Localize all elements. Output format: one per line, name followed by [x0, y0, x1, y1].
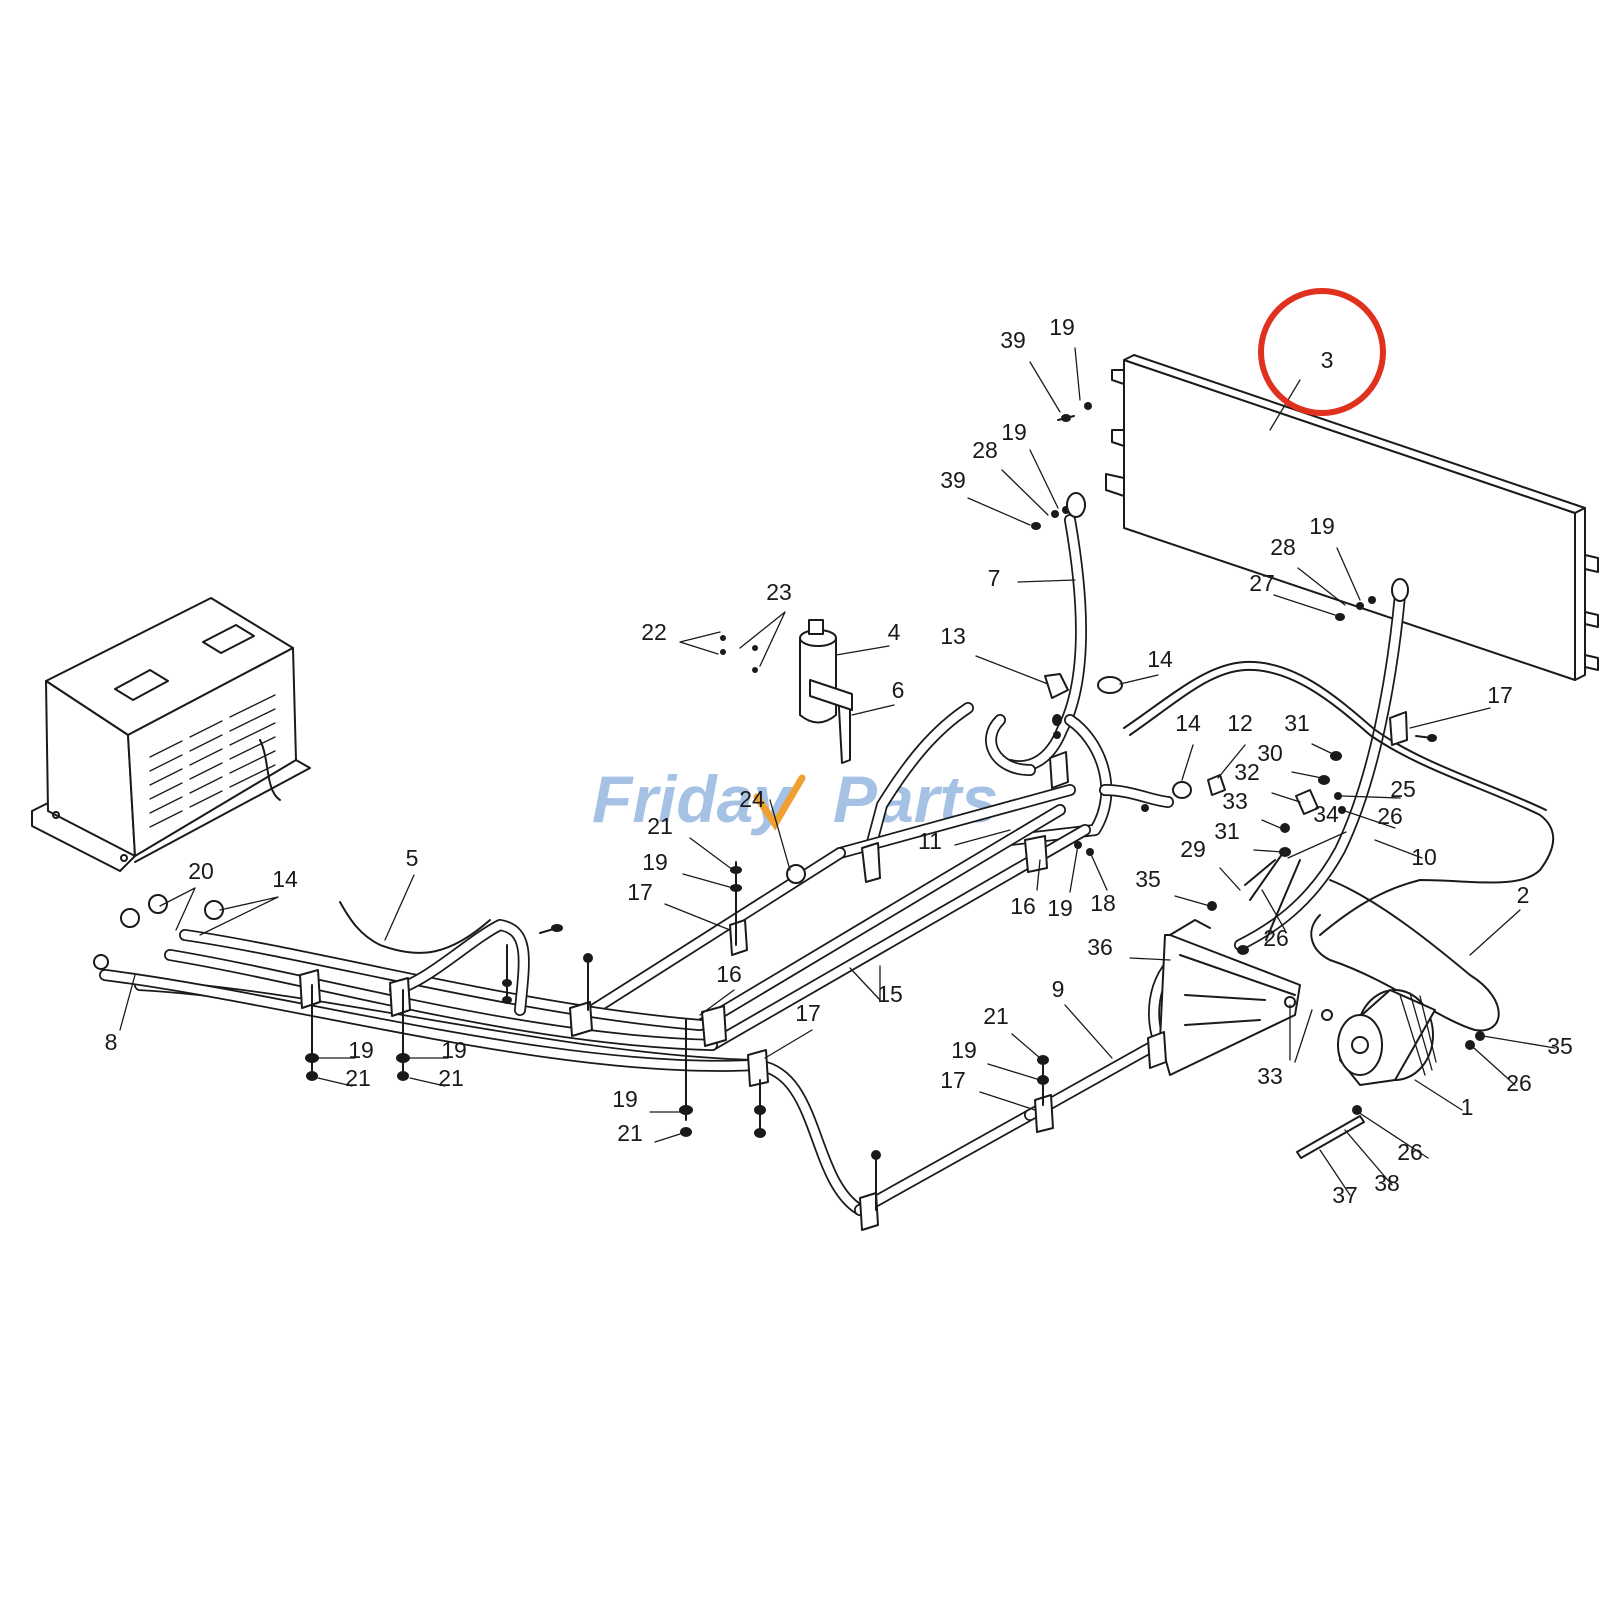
part-callout-24: 24: [739, 786, 765, 812]
watermark-text-accent: Parts: [833, 762, 998, 836]
part-callout-19: 19: [1001, 419, 1027, 445]
part-callout-7: 7: [988, 565, 1001, 591]
part-callout-31: 31: [1284, 710, 1310, 736]
part-callout-26: 26: [1397, 1139, 1423, 1165]
part-callout-35: 35: [1135, 866, 1161, 892]
part-callout-32: 32: [1234, 759, 1260, 785]
part-callout-27: 27: [1249, 570, 1275, 596]
part-callout-21: 21: [647, 813, 673, 839]
part-callout-21: 21: [438, 1065, 464, 1091]
part-callout-21: 21: [345, 1065, 371, 1091]
compressor-bracket: [1159, 919, 1333, 1076]
cables: [259, 660, 1555, 1032]
part-callout-33: 33: [1257, 1063, 1283, 1089]
part-callout-34: 34: [1313, 801, 1339, 827]
fastener-columns: [305, 714, 1062, 1211]
part-callout-37: 37: [1332, 1182, 1358, 1208]
part-callout-35: 35: [1547, 1033, 1573, 1059]
part-callout-39: 39: [1000, 327, 1026, 353]
part-callout-20: 20: [188, 858, 214, 884]
part-callout-18: 18: [1090, 890, 1116, 916]
hoses: [99, 514, 1406, 1216]
part-callout-31: 31: [1214, 818, 1240, 844]
part-callout-21: 21: [617, 1120, 643, 1146]
part-callout-9: 9: [1052, 976, 1065, 1002]
part-callout-26: 26: [1506, 1070, 1532, 1096]
clamps: [299, 711, 1408, 1231]
part-callout-13: 13: [940, 623, 966, 649]
part-callout-17: 17: [795, 1000, 821, 1026]
part-callout-10: 10: [1411, 844, 1437, 870]
part-callout-2: 2: [1517, 882, 1530, 908]
part-callout-14: 14: [1175, 710, 1201, 736]
evaporator-unit: [31, 597, 311, 872]
part-callout-1: 1: [1461, 1094, 1474, 1120]
leader-lines: [119, 347, 1556, 1196]
part-callout-28: 28: [972, 437, 998, 463]
part-callout-21: 21: [983, 1003, 1009, 1029]
part-callout-11: 11: [918, 828, 942, 854]
part-callout-23: 23: [766, 579, 792, 605]
part-callout-38: 38: [1374, 1170, 1400, 1196]
highlight-circle: [1258, 288, 1386, 416]
part-callout-4: 4: [888, 619, 901, 645]
long-bolt: [1296, 1115, 1365, 1159]
part-callout-22: 22: [641, 619, 667, 645]
part-callout-29: 29: [1180, 836, 1206, 862]
part-callout-5: 5: [406, 845, 419, 871]
receiver-drier: [799, 619, 853, 764]
watermark: Friday Parts: [592, 762, 998, 836]
part-callout-17: 17: [940, 1067, 966, 1093]
part-callout-15: 15: [877, 981, 903, 1007]
part-callout-14: 14: [1147, 646, 1173, 672]
part-callout-6: 6: [892, 677, 905, 703]
part-callout-33: 33: [1222, 788, 1248, 814]
part-callout-17: 17: [1487, 682, 1513, 708]
part-callout-8: 8: [105, 1029, 118, 1055]
part-callout-19: 19: [1047, 895, 1073, 921]
small-fasteners: [93, 402, 1485, 1115]
part-callout-17: 17: [627, 879, 653, 905]
part-callout-16: 16: [1010, 893, 1036, 919]
part-callout-26: 26: [1377, 803, 1403, 829]
part-callout-28: 28: [1270, 534, 1296, 560]
part-callout-19: 19: [441, 1037, 467, 1063]
part-callout-30: 30: [1257, 740, 1283, 766]
part-callout-26: 26: [1263, 925, 1289, 951]
part-callout-25: 25: [1390, 776, 1416, 802]
highlight-label: 3: [1321, 347, 1334, 373]
part-callout-19: 19: [951, 1037, 977, 1063]
part-callout-19: 19: [1309, 513, 1335, 539]
compressor: [1337, 989, 1437, 1086]
condenser: [1105, 354, 1599, 681]
part-callout-36: 36: [1087, 934, 1113, 960]
part-callout-19: 19: [642, 849, 668, 875]
part-callout-19: 19: [348, 1037, 374, 1063]
part-callout-12: 12: [1227, 710, 1253, 736]
part-callout-14: 14: [272, 866, 298, 892]
part-callout-16: 16: [716, 961, 742, 987]
part-callout-39: 39: [940, 467, 966, 493]
part-callout-19: 19: [612, 1086, 638, 1112]
watermark-check-icon: [753, 774, 806, 831]
part-callout-19: 19: [1049, 314, 1075, 340]
